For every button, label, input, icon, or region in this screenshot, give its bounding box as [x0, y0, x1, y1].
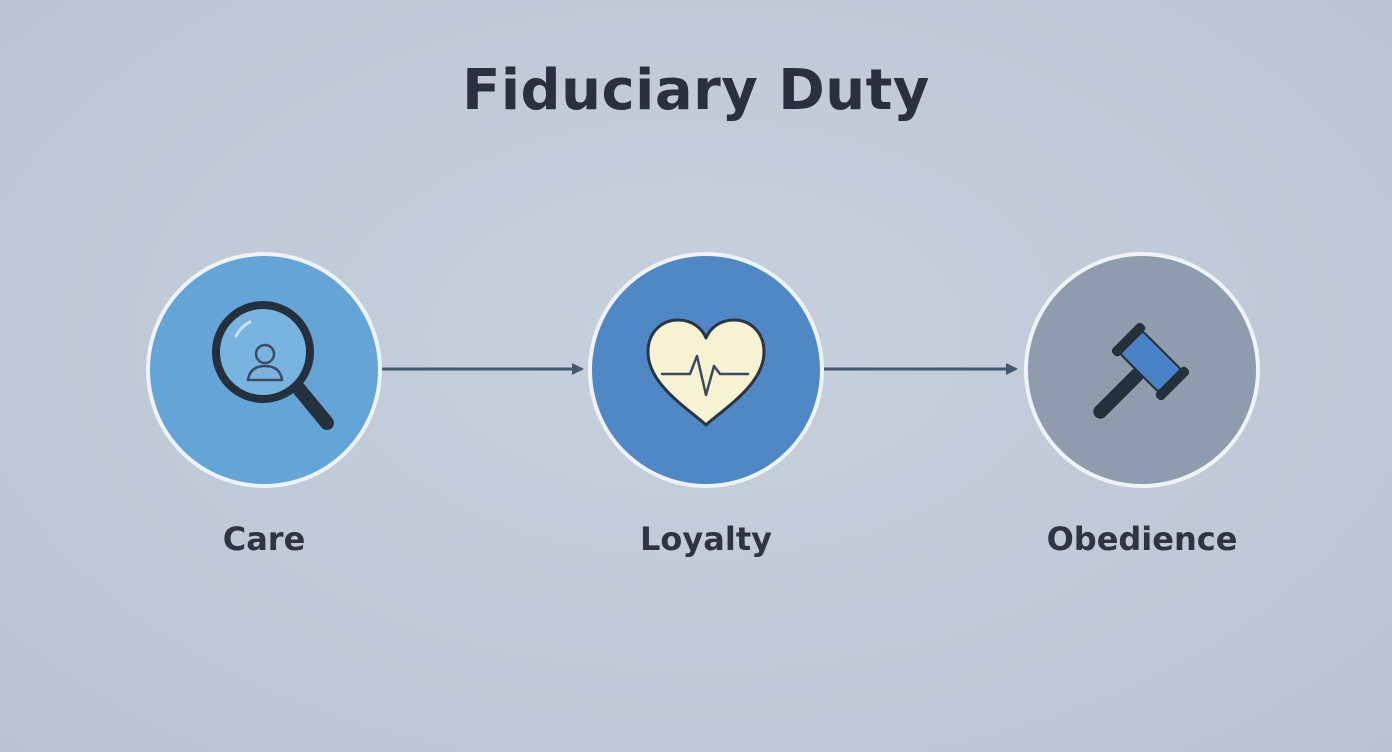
page-title: Fiduciary Duty	[462, 58, 930, 123]
heartbeat-heart-icon	[646, 318, 766, 427]
gavel-icon	[1093, 322, 1190, 419]
magnifier-person-icon	[212, 301, 334, 430]
node-care	[146, 252, 382, 488]
node-label-loyalty: Loyalty	[640, 520, 772, 558]
node-loyalty	[588, 252, 824, 488]
node-label-care: Care	[222, 520, 306, 558]
node-label-obedience: Obedience	[1046, 520, 1238, 558]
node-obedience	[1024, 252, 1260, 488]
